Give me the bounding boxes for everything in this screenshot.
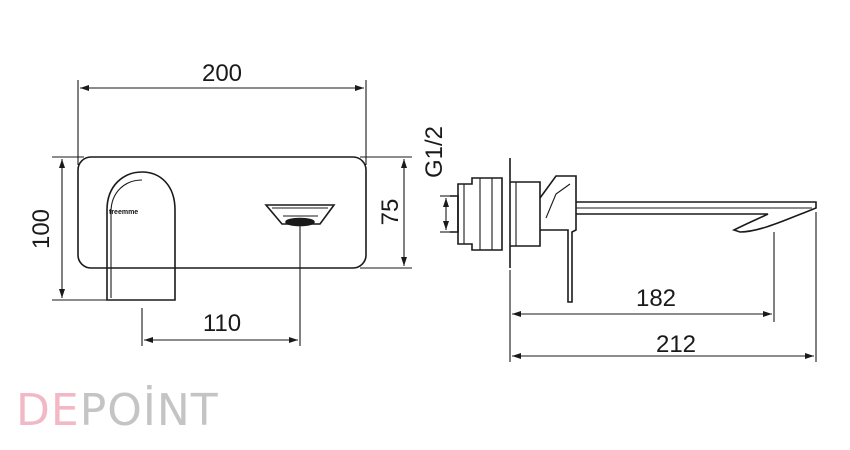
side-lever xyxy=(539,175,577,303)
dim-plate-width: 200 xyxy=(77,60,367,165)
plate-brand-label: treemme xyxy=(109,209,138,216)
dim-thread-label: G1/2 xyxy=(421,126,448,178)
dim-overall-reach-label: 212 xyxy=(656,331,696,358)
depoint-watermark-logo: DEPOİNT xyxy=(16,384,219,436)
dim-thread: G1/2 xyxy=(421,126,456,233)
lever-handle xyxy=(106,171,176,301)
watermark-part-1: DE xyxy=(16,385,80,436)
dim-lever-to-spout-label: 110 xyxy=(203,310,241,337)
dim-spout-reach: 182 xyxy=(509,232,775,362)
dim-spout-reach-label: 182 xyxy=(636,285,676,312)
side-view: G1/2 182 212 xyxy=(421,126,817,362)
side-spout xyxy=(576,201,817,233)
dim-overall-height: 100 xyxy=(28,156,112,301)
dim-plate-height: 75 xyxy=(360,156,412,269)
dim-plate-width-label: 200 xyxy=(202,60,242,87)
dim-plate-height-label: 75 xyxy=(377,199,404,226)
dim-overall-height-label: 100 xyxy=(28,209,55,249)
svg-text:DEPOİNT: DEPOİNT xyxy=(16,384,219,436)
watermark-part-2: POİNT xyxy=(80,384,219,436)
wall-plate xyxy=(77,156,367,269)
dim-lever-to-spout: 110 xyxy=(141,226,301,346)
dim-overall-reach: 212 xyxy=(512,212,817,362)
front-view: treemme 200 100 75 xyxy=(28,60,412,346)
lever-inner-line xyxy=(110,179,143,298)
side-body xyxy=(457,177,503,251)
spout-outlet xyxy=(264,204,336,227)
